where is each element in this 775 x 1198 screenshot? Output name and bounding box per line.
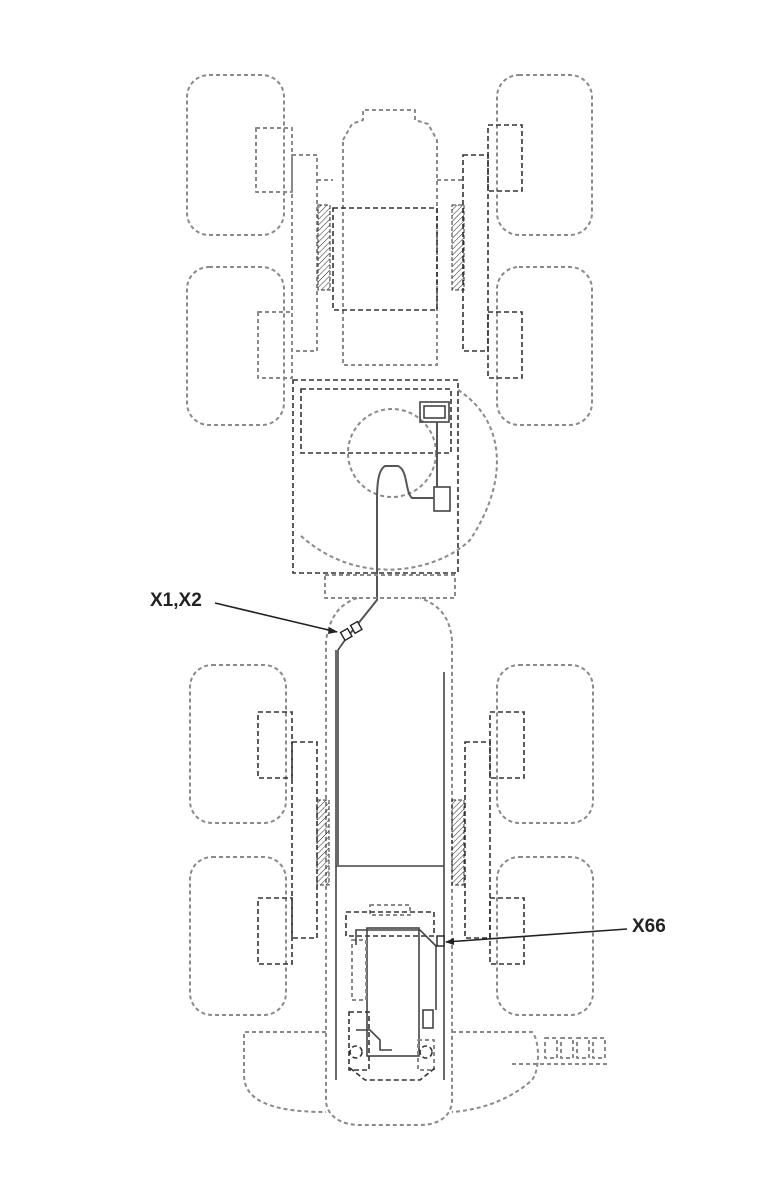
front-right-inner-wheel <box>496 266 593 426</box>
connector-x2 <box>349 620 363 635</box>
front-left-outer-wheel <box>186 74 285 236</box>
front-left-spring <box>317 204 331 291</box>
connector-label-x1-x2: X1,X2 <box>150 590 202 611</box>
front-axle-group <box>186 74 593 426</box>
rear-right-inner-wheel <box>496 856 594 1016</box>
engine-relay <box>422 1009 434 1029</box>
display-unit-screen <box>423 405 446 419</box>
controller-box <box>433 486 451 512</box>
engine-lower-right <box>417 1039 435 1071</box>
leaders <box>214 602 628 945</box>
cab-rear-strip <box>324 574 456 599</box>
connector-x66 <box>436 935 445 947</box>
rear-body-outline-right <box>451 1031 539 1113</box>
engine-frame <box>345 911 435 937</box>
grille-slot-2 <box>560 1037 574 1059</box>
engine-compartment <box>345 904 445 1081</box>
rear-axle-group <box>189 664 594 1016</box>
front-right-hub-1 <box>487 124 523 192</box>
engine-left-module <box>351 939 367 1001</box>
leader-x66-arrowhead <box>445 938 454 945</box>
engine-harness <box>355 929 437 1051</box>
engine-bottom-right-bolt <box>419 1045 433 1059</box>
front-left-hub-2 <box>257 311 293 379</box>
rear-body-group <box>243 1031 610 1113</box>
front-left-hub-1 <box>255 127 293 193</box>
engine-block <box>332 207 438 311</box>
connector-label-x66: X66 <box>632 916 666 937</box>
rear-harness-wire <box>337 639 346 865</box>
chassis-outline <box>325 597 453 1126</box>
engine-bottom-left-bolt <box>349 1045 363 1059</box>
rear-right-outer-wheel <box>496 664 594 824</box>
engine-rear-bumper <box>349 1067 436 1081</box>
cab-group <box>292 379 498 641</box>
leader-x1-x2-arrowhead <box>328 627 338 634</box>
engine-lower-left <box>348 1011 370 1071</box>
engine-body <box>366 927 420 1057</box>
front-left-inner-wheel <box>186 266 285 426</box>
rear-grille <box>512 1037 610 1065</box>
rear-left-inner-wheel <box>189 856 287 1016</box>
connector-x1-x2 <box>339 620 363 642</box>
grille-slot-4 <box>592 1037 606 1059</box>
leader-x1-x2 <box>214 602 338 633</box>
front-right-spring <box>451 204 465 291</box>
rear-right-spring <box>451 799 465 886</box>
rear-right-hub-2 <box>489 897 525 965</box>
front-right-hub-2 <box>487 311 523 379</box>
rear-left-spring <box>316 799 330 886</box>
rear-right-hub-1 <box>489 711 525 779</box>
cab-swing-arc <box>299 389 498 571</box>
hood-outline <box>342 109 438 366</box>
engine-top-cover <box>369 904 411 916</box>
display-unit <box>419 401 450 423</box>
leader-x66 <box>445 928 628 943</box>
rear-left-hub-1 <box>257 711 293 779</box>
main-harness-wire <box>344 465 434 641</box>
front-right-outer-wheel <box>496 74 593 236</box>
chassis-group <box>325 597 453 1126</box>
dashboard-outline <box>300 388 452 454</box>
rear-body-outline <box>243 1031 327 1113</box>
rear-left-outer-wheel <box>189 664 287 824</box>
grille-slot-1 <box>544 1037 558 1059</box>
connector-x1 <box>339 627 353 642</box>
front-left-axle-bar <box>291 154 318 352</box>
rear-right-axle-bar <box>464 741 491 939</box>
front-right-axle-bar <box>462 154 489 352</box>
grille-slot-3 <box>576 1037 590 1059</box>
rear-left-axle-bar <box>291 741 318 939</box>
cab-outline <box>292 379 459 574</box>
